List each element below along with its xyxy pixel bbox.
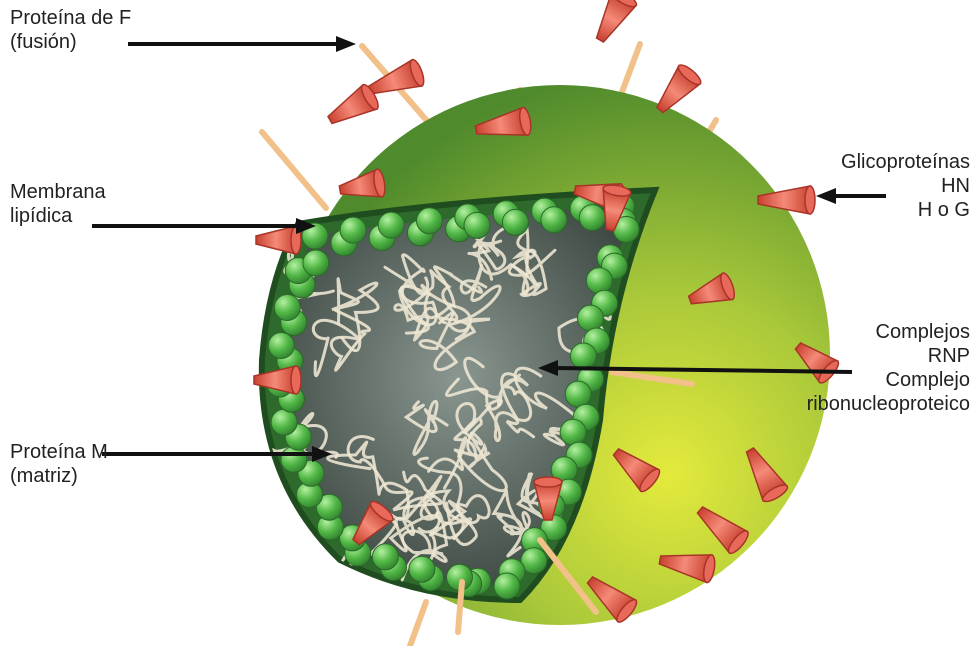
label-glycoproteins-line1: Glicoproteínas (841, 150, 970, 174)
matrix-bead (464, 212, 490, 238)
matrix-bead (274, 295, 300, 321)
label-matrix-protein-line1: Proteína M (10, 440, 108, 464)
label-rnp-complex-line3: Complejo (807, 368, 970, 392)
hn-spike (256, 226, 301, 254)
hn-spike (588, 0, 639, 47)
fusion-spike (458, 582, 462, 632)
matrix-bead (340, 217, 366, 243)
label-fusion-protein-line2: (fusión) (10, 30, 131, 54)
matrix-bead (570, 343, 596, 369)
matrix-bead (586, 268, 612, 294)
matrix-bead (303, 250, 329, 276)
label-fusion-protein-line1: Proteína de F (10, 6, 131, 30)
arrow-fusion-protein (128, 36, 356, 52)
label-lipid-membrane-line1: Membrana (10, 180, 106, 204)
matrix-bead (409, 556, 435, 582)
label-glycoproteins-line3: H o G (841, 198, 970, 222)
label-lipid-membrane: Membrana lipídica (10, 180, 106, 228)
label-matrix-protein-line2: (matriz) (10, 464, 108, 488)
label-rnp-complex: Complejos RNP Complejo ribonucleoproteic… (807, 320, 970, 416)
label-glycoproteins: Glicoproteínas HN H o G (841, 150, 970, 222)
matrix-bead (577, 305, 603, 331)
matrix-bead (271, 409, 297, 435)
label-rnp-complex-line4: ribonucleoproteico (807, 392, 970, 416)
matrix-bead (268, 333, 294, 359)
matrix-bead (417, 208, 443, 234)
matrix-bead (541, 207, 567, 233)
label-rnp-complex-line2: RNP (807, 344, 970, 368)
fusion-spike (410, 602, 426, 646)
matrix-bead (372, 544, 398, 570)
matrix-bead (494, 573, 520, 599)
label-fusion-protein: Proteína de F (fusión) (10, 6, 131, 54)
matrix-bead (579, 205, 605, 231)
label-glycoproteins-line2: HN (841, 174, 970, 198)
label-lipid-membrane-line2: lipídica (10, 204, 106, 228)
matrix-bead (281, 446, 307, 472)
label-matrix-protein: Proteína M (matriz) (10, 440, 108, 488)
matrix-bead (502, 209, 528, 235)
matrix-bead (560, 419, 586, 445)
matrix-bead (565, 381, 591, 407)
label-rnp-complex-line1: Complejos (807, 320, 970, 344)
matrix-bead (378, 212, 404, 238)
fusion-spike (262, 132, 326, 208)
